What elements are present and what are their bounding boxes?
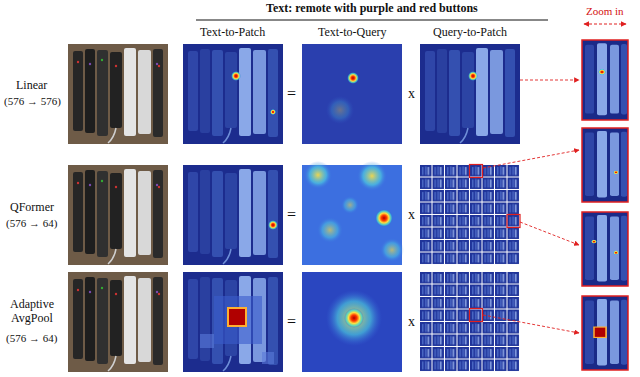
times-sign: x (408, 207, 415, 223)
column-header: Text-to-Query (318, 26, 386, 40)
equals-sign: = (287, 313, 296, 331)
figure-title: Text: remote with purple and red buttons (266, 2, 478, 16)
row-label: Adaptive AvgPool (1, 298, 63, 326)
column-header: Text-to-Patch (200, 26, 265, 40)
row-label: (576 → 64) (6, 217, 57, 230)
column-header: Query-to-Patch (433, 26, 507, 40)
row-label: Linear (16, 79, 47, 93)
row-label: (576 → 64) (6, 332, 57, 345)
times-sign: x (408, 314, 415, 330)
equals-sign: = (287, 206, 296, 224)
row-label: (576 → 576) (4, 95, 61, 108)
zoom-label: Zoom in (586, 5, 624, 18)
equals-sign: = (287, 85, 296, 103)
times-sign: x (408, 86, 415, 102)
row-label: QFormer (10, 201, 54, 215)
